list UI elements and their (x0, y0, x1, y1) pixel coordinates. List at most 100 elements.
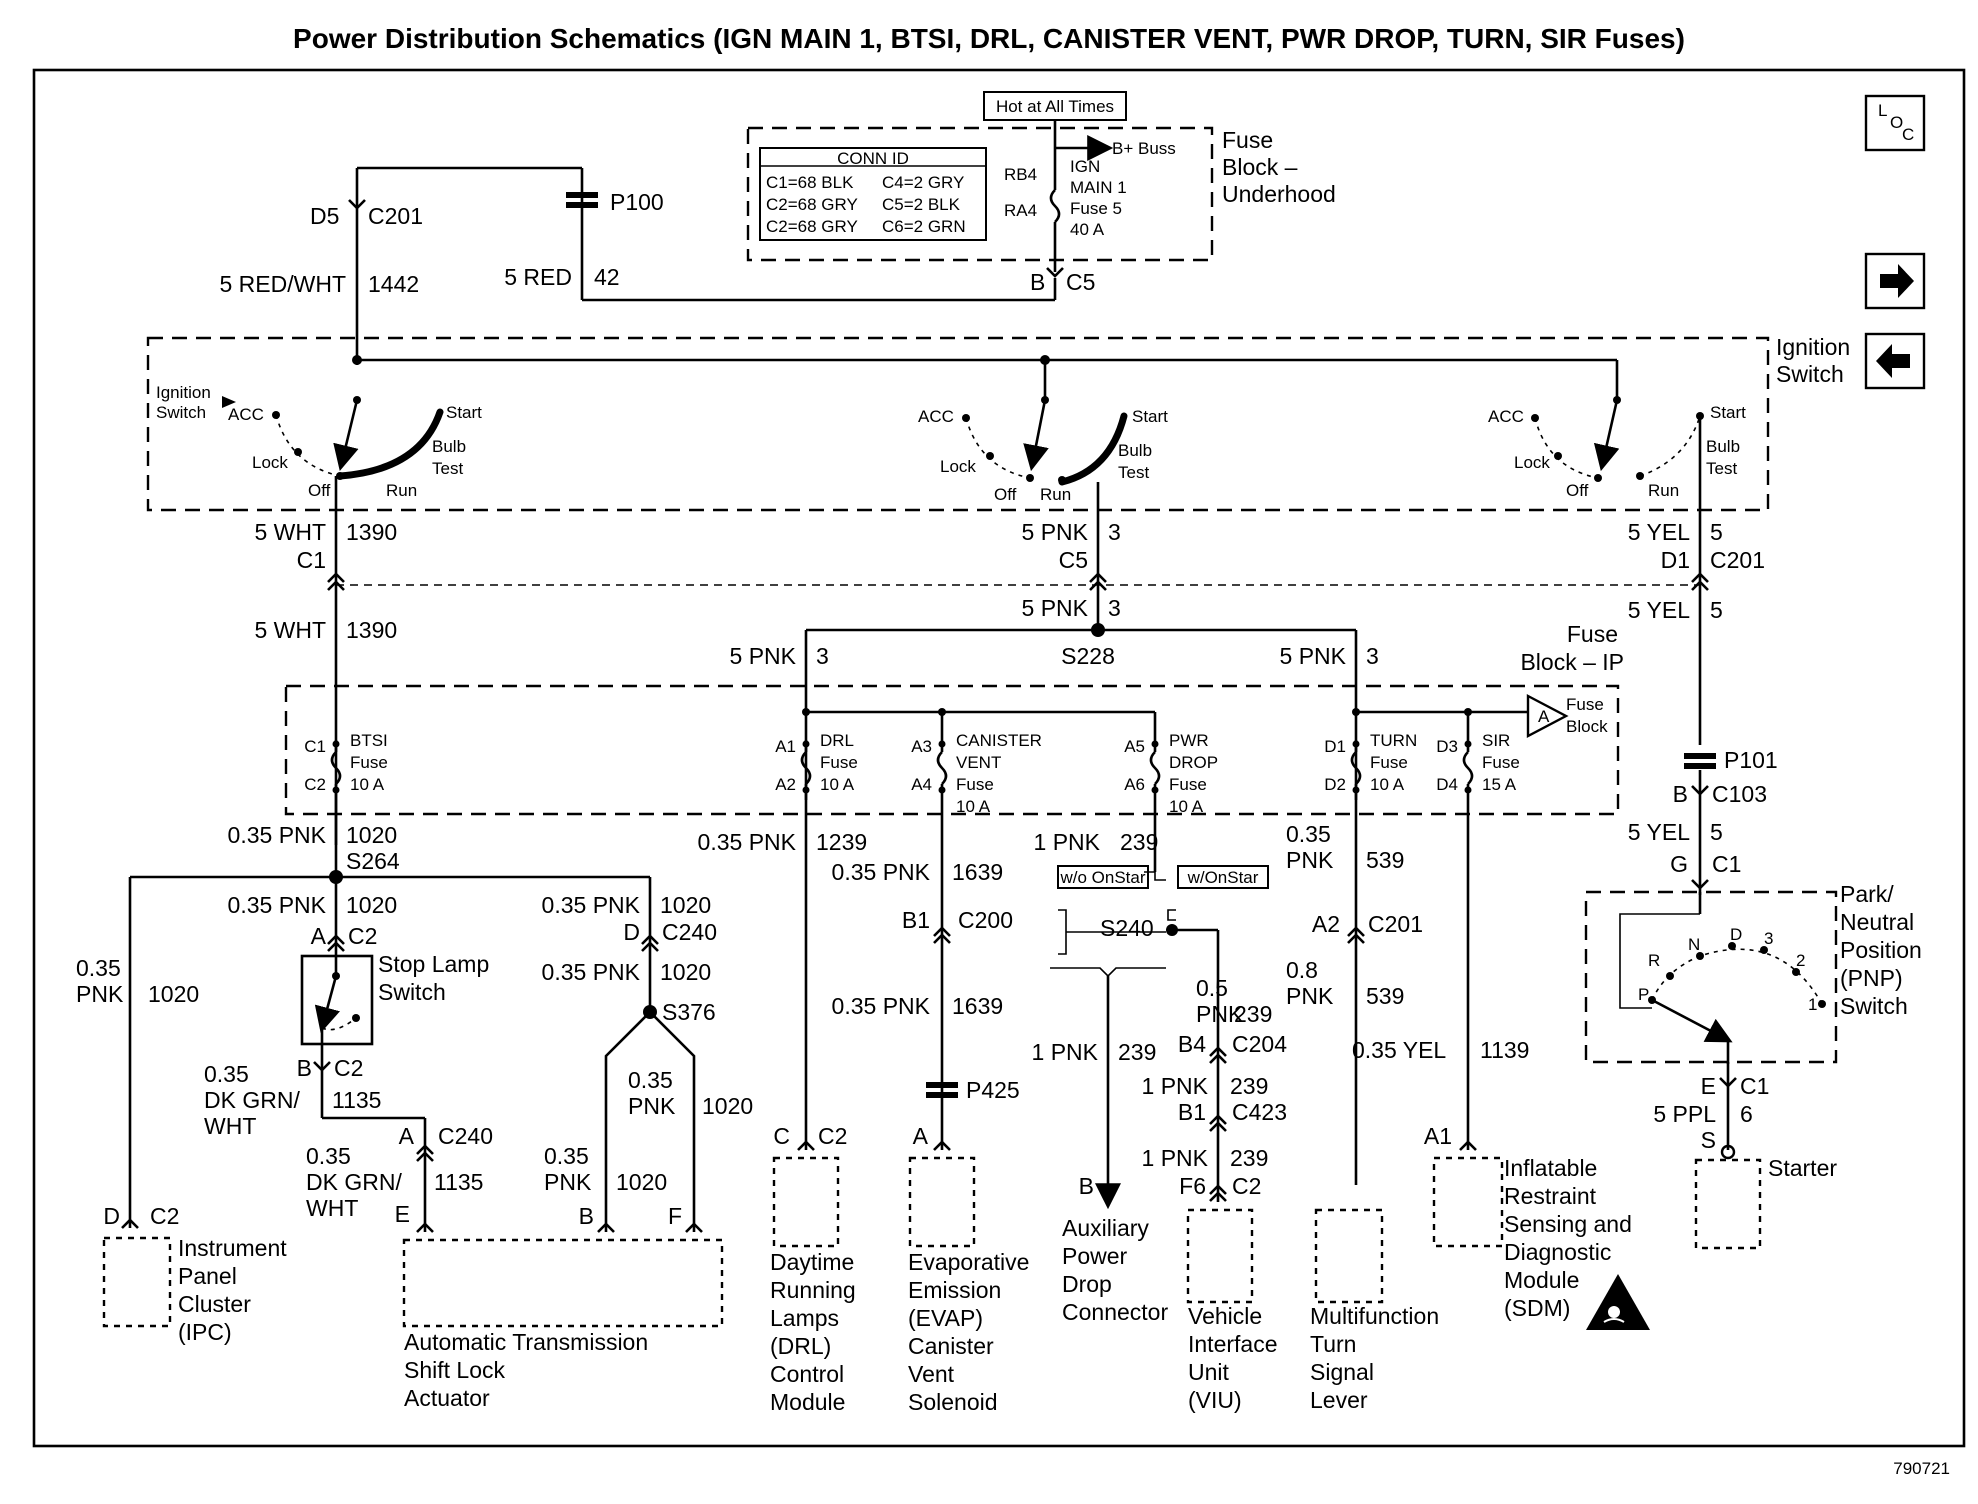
page-title: Power Distribution Schematics (IGN MAIN … (293, 23, 1685, 54)
wire-gauge: 5 PPL (1653, 1101, 1716, 1127)
shift-lock-label: Shift Lock (404, 1357, 505, 1383)
ipc-label: Instrument (178, 1235, 287, 1261)
wire-gauge: 0.35 PNK (542, 892, 641, 918)
b-buss-label: B+ Buss (1112, 139, 1176, 158)
w-onstar-box (1177, 865, 1269, 889)
connector-label: C423 (1232, 1099, 1287, 1125)
p101-connector-icon (1684, 753, 1716, 759)
loc-icon[interactable]: L O C (1864, 94, 1926, 152)
connector-pin: G (1670, 851, 1688, 877)
wire-gauge: 0.35 PNK (228, 892, 327, 918)
evap-label: Canister (908, 1333, 994, 1359)
ipc-label: Cluster (178, 1291, 251, 1317)
wire-circuit: 3 (1108, 595, 1121, 621)
drl-label: Daytime (770, 1249, 854, 1275)
wire-gauge: 0.35 (1286, 821, 1331, 847)
connector-pin: S (1701, 1127, 1716, 1153)
conn-id-title: CONN ID (837, 149, 909, 168)
conn-id-row: C1=68 BLK (766, 173, 854, 192)
aux-label: Auxiliary (1062, 1215, 1149, 1241)
shift-lock-label: Automatic Transmission (404, 1329, 648, 1355)
svg-text:L: L (1878, 101, 1887, 120)
fuse-type: Fuse (1169, 775, 1207, 794)
c5-pin: B (1030, 269, 1045, 295)
wire-circuit: 539 (1366, 847, 1404, 873)
wire-gauge: 1 PNK (1034, 829, 1101, 855)
evap-label: Emission (908, 1277, 1001, 1303)
diagram-id: 790721 (1893, 1459, 1950, 1478)
wire-gauge: 5 PNK (1280, 643, 1347, 669)
pnp-label: Switch (1840, 993, 1908, 1019)
ra4-label: RA4 (1004, 201, 1037, 220)
connector-pin: B (1079, 1173, 1094, 1199)
wire-circuit: 1135 (434, 1169, 483, 1195)
pos-off: Off (994, 485, 1017, 504)
fuse-icon (1149, 751, 1161, 785)
connector-pin: A (311, 923, 327, 949)
ip-block-label: Block – IP (1520, 649, 1624, 675)
connector-pin: A (913, 1123, 929, 1149)
svg-text:O: O (1890, 113, 1903, 132)
fuse-type: Fuse (1370, 753, 1408, 772)
s228-label: S228 (1061, 643, 1115, 669)
sdm-label: Restraint (1504, 1183, 1597, 1209)
pos-lock: Lock (1514, 453, 1550, 472)
pos-lock: Lock (940, 457, 976, 476)
aux-label: Power (1062, 1243, 1128, 1269)
wire-circuit: 1639 (952, 859, 1003, 885)
c5-conn: C5 (1066, 269, 1095, 295)
fuse-block-ref-triangle (1526, 694, 1569, 738)
wire-gauge: 5 RED/WHT (220, 271, 347, 297)
sdm-label: Sensing and (1504, 1211, 1632, 1237)
connector-pin: B1 (902, 907, 930, 933)
wire-circuit: 239 (1230, 1145, 1268, 1171)
ign-fuse-text: Fuse 5 (1070, 199, 1122, 218)
wire-gauge: WHT (204, 1113, 256, 1139)
arrow-right-icon[interactable] (1864, 252, 1926, 310)
ipc-label: (IPC) (178, 1319, 232, 1345)
p425-label: P425 (966, 1077, 1020, 1103)
rb4-label: RB4 (1004, 165, 1037, 184)
connector-pin: F6 (1179, 1173, 1206, 1199)
ignition-inner-label: Ignition (156, 383, 211, 402)
wire-gauge: 1 PNK (1142, 1145, 1209, 1171)
fuse-name: VENT (956, 753, 1001, 772)
pos-test: Test (1706, 459, 1737, 478)
pnp-pos-3: 3 (1764, 929, 1773, 948)
wire-circuit: 1020 (346, 892, 397, 918)
turn-signal-lever (1314, 1208, 1384, 1304)
pos-bulb: Bulb (1118, 441, 1152, 460)
s264-label: S264 (346, 848, 400, 874)
drl-label: (DRL) (770, 1333, 831, 1359)
fuse-cavity: A3 (911, 737, 932, 756)
pos-bulb: Bulb (432, 437, 466, 456)
pos-acc: ACC (228, 405, 264, 424)
wire-circuit: 3 (1108, 519, 1121, 545)
wire-circuit: 1442 (368, 271, 419, 297)
p100-label: P100 (610, 189, 664, 215)
fuse-cavity: C1 (304, 737, 326, 756)
wire-circuit: 1639 (952, 993, 1003, 1019)
turn-label: Lever (1310, 1387, 1368, 1413)
fuse-cavity: A6 (1124, 775, 1145, 794)
pnp-switch-mechanism: N D 3 R 2 P 1 (1619, 892, 1826, 1064)
wire-circuit: 1390 (346, 617, 397, 643)
fuse-rating: 10 A (350, 775, 385, 794)
fuse-name: BTSI (350, 731, 388, 750)
wire-gauge: 5 PNK (1022, 595, 1089, 621)
arrow-left-icon[interactable] (1864, 332, 1926, 390)
wire-circuit: 1020 (616, 1169, 667, 1195)
ignition-label-2: Switch (1776, 361, 1844, 387)
aux-label: Drop (1062, 1271, 1112, 1297)
c201-label: C201 (368, 203, 423, 229)
wire-gauge: 0.35 PNK (832, 859, 931, 885)
ign-fuse-text: IGN (1070, 157, 1100, 176)
drl-label: Module (770, 1389, 845, 1415)
drl-module (772, 1156, 840, 1248)
wire-circuit: 1020 (346, 822, 397, 848)
connector-pin: A1 (1424, 1123, 1452, 1149)
pnp-label: Neutral (1840, 909, 1914, 935)
pnp-pos-n: N (1688, 935, 1700, 954)
connector-pin: D (623, 919, 640, 945)
pnp-pos-1: 1 (1808, 995, 1817, 1014)
